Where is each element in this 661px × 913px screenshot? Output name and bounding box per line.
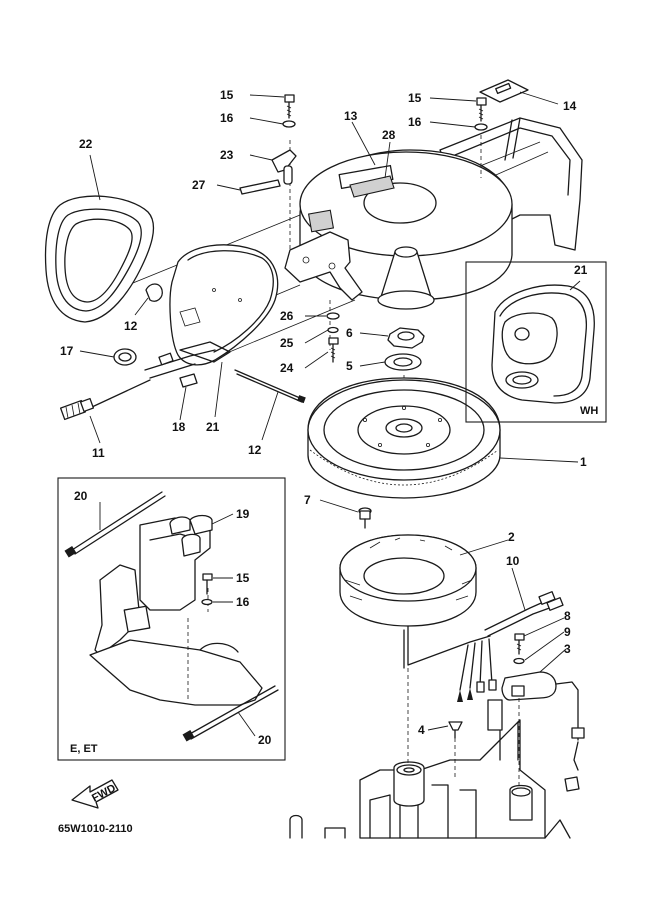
pin-4 [448, 721, 463, 739]
callout-27: 27 [192, 178, 206, 192]
bolt-7 [358, 507, 372, 529]
callout-8: 8 [564, 609, 571, 623]
part-14-plate [479, 79, 529, 103]
leader-lines [79, 91, 581, 737]
callout-15: 15 [236, 571, 250, 585]
callout-9: 9 [564, 625, 571, 639]
callout-15: 15 [220, 88, 234, 102]
cable-clamp-23 [271, 149, 297, 185]
callout-12: 12 [248, 443, 262, 457]
callout-labels: 15 16 23 27 15 16 14 13 28 22 12 17 26 2… [60, 88, 588, 747]
callout-28: 28 [382, 128, 396, 142]
callout-11: 11 [92, 446, 105, 460]
crankcase [289, 640, 571, 839]
callout-25: 25 [280, 336, 294, 350]
callout-20: 20 [74, 489, 88, 503]
inset-cable-tie-lower [182, 685, 279, 742]
callout-22: 22 [79, 137, 93, 151]
starter-stopper-bracket [284, 231, 363, 301]
bolt-15-left [284, 94, 295, 119]
washer-16-left [282, 120, 296, 128]
inset-e-et-frame [57, 477, 286, 761]
inset-bracket [139, 514, 213, 611]
fitting-11 [59, 397, 95, 421]
callout-17: 17 [60, 344, 74, 358]
stator-2 [339, 534, 477, 627]
callout-21: 21 [206, 420, 220, 434]
callout-23: 23 [220, 148, 234, 162]
silencer-seal-22 [44, 195, 155, 323]
nut-6 [387, 327, 425, 349]
stator-cable [403, 625, 491, 669]
cable-tie-12 [234, 369, 306, 404]
callout-14: 14 [563, 99, 577, 113]
wire-harness-10 [457, 591, 564, 702]
inset-e-et-label: E, ET [70, 743, 98, 755]
clip-12-small [145, 283, 163, 302]
callout-21: 21 [574, 263, 588, 277]
label-18 [179, 373, 198, 388]
callout-2: 2 [508, 530, 515, 544]
grommet-17 [113, 348, 137, 366]
callout-19: 19 [236, 507, 250, 521]
silencer-cover-21 [169, 244, 279, 366]
inset-washer-16 [201, 598, 213, 606]
callout-4: 4 [418, 723, 425, 737]
decal-28 [349, 175, 395, 198]
washer-9 [513, 657, 525, 665]
callout-12: 12 [124, 319, 138, 333]
callout-16: 16 [408, 115, 422, 129]
inset-wh-label: WH [580, 405, 598, 417]
pulser-coil-3 [501, 671, 585, 792]
washer-26 [326, 312, 340, 320]
callout-3: 3 [564, 642, 571, 656]
starter-pulley-cone [377, 246, 435, 310]
callout-26: 26 [280, 309, 294, 323]
callout-18: 18 [172, 420, 186, 434]
flywheel-1 [307, 377, 501, 499]
callout-1: 1 [580, 455, 587, 469]
callout-15: 15 [408, 91, 422, 105]
inset-cable-tie-upper [64, 491, 166, 558]
washer-16-right [474, 123, 488, 131]
callout-16: 16 [220, 111, 234, 125]
fwd-label: FWD [90, 782, 118, 804]
fwd-arrow-icon: FWD [71, 779, 119, 809]
inset-wh-cover [491, 284, 595, 404]
label-27 [239, 179, 281, 195]
callout-7: 7 [304, 493, 311, 507]
callout-5: 5 [346, 359, 353, 373]
callout-20: 20 [258, 733, 272, 747]
inset-housing [89, 564, 263, 706]
washer-25 [327, 326, 339, 334]
inset-wh-frame [465, 261, 607, 423]
callout-16: 16 [236, 595, 250, 609]
cable-wires-left [91, 349, 216, 408]
callout-6: 6 [346, 326, 353, 340]
washer-5 [384, 353, 422, 371]
inset-bolt-15 [202, 573, 213, 595]
bolt-8 [514, 633, 525, 655]
callout-10: 10 [506, 554, 520, 568]
bolt-15-right [476, 97, 487, 122]
callout-13: 13 [344, 109, 358, 123]
diagram-code: 65W1010-2110 [58, 823, 133, 835]
callout-24: 24 [280, 361, 294, 375]
bolt-24 [328, 337, 339, 363]
